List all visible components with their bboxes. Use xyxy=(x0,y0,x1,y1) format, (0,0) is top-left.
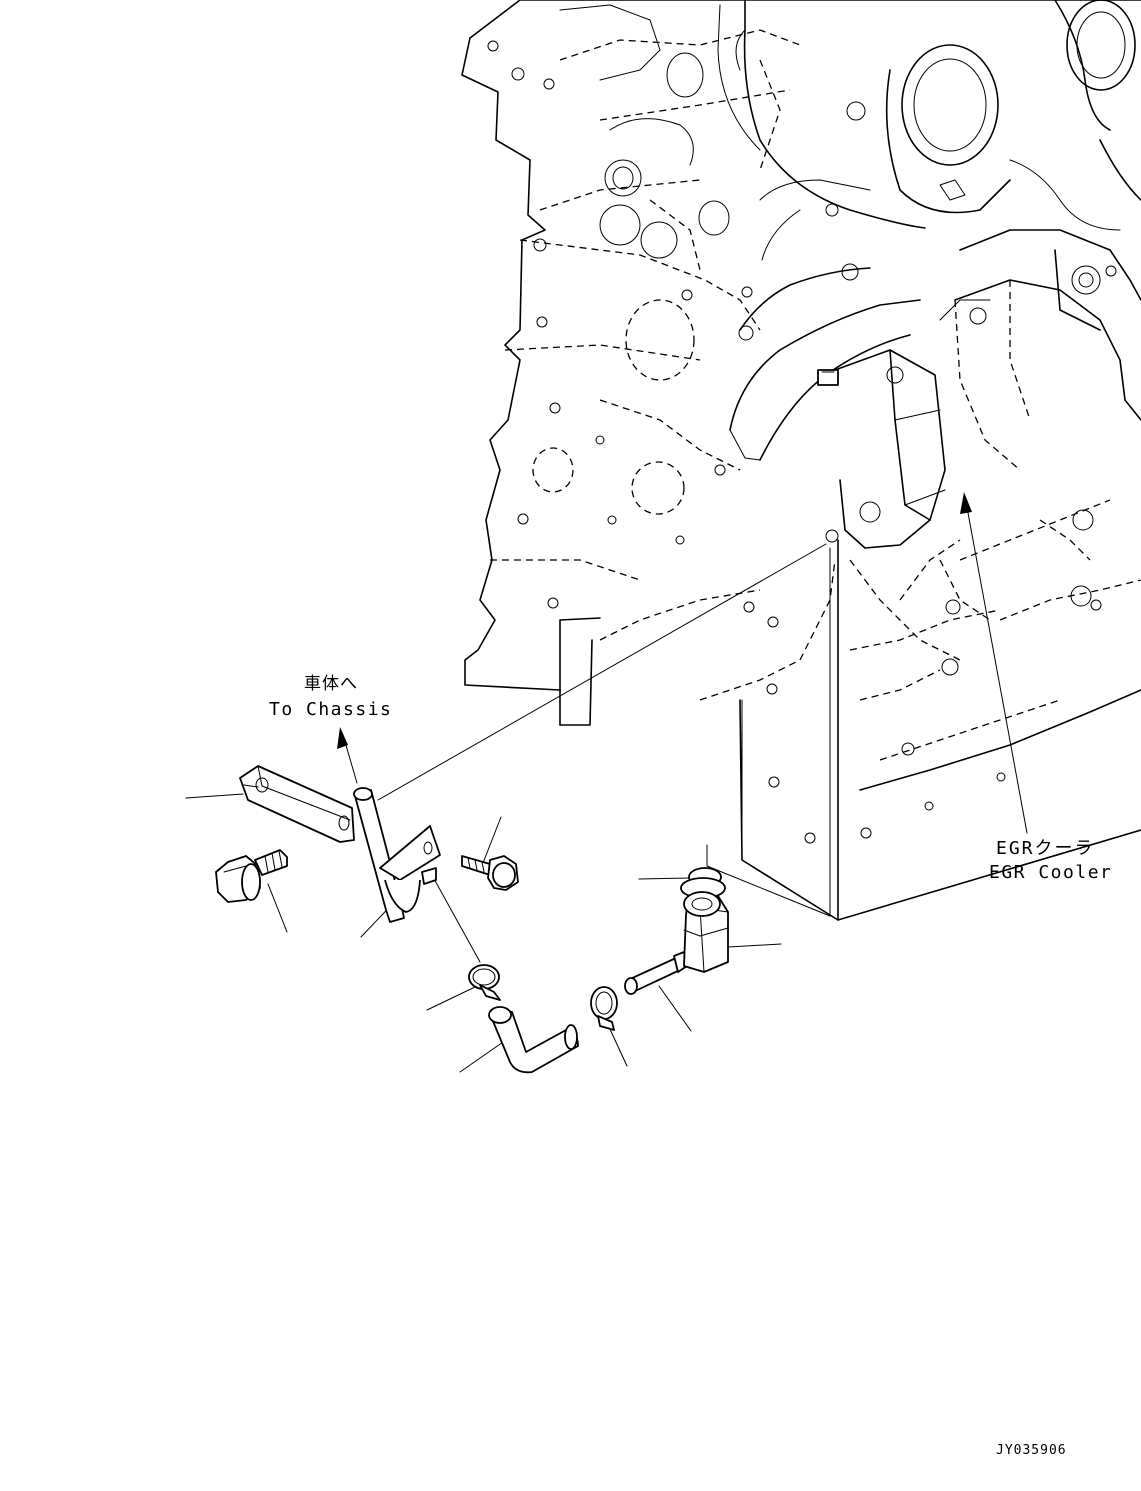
small-bolt-part xyxy=(461,855,519,891)
bracket-part xyxy=(239,765,355,843)
connector-part xyxy=(680,877,729,973)
flange-bolt-part xyxy=(215,849,288,903)
breather-tube-part xyxy=(353,787,441,923)
to-chassis-label: To Chassis xyxy=(269,699,393,720)
straight-fitting-part xyxy=(624,951,688,995)
engine-block xyxy=(461,0,1141,921)
egr-cooler-label: EGR Cooler xyxy=(989,862,1113,883)
hose-clamp-part xyxy=(468,964,501,1001)
drawing-code: JY035906 xyxy=(996,1443,1067,1458)
to-chassis-label-jp: 車体へ xyxy=(304,674,358,694)
leader-lines xyxy=(185,492,1028,1073)
elbow-hose-part xyxy=(488,1006,579,1074)
egr-cooler-label-jp: EGRクーラ xyxy=(996,838,1095,859)
hose-clamp-part-2 xyxy=(590,986,618,1031)
